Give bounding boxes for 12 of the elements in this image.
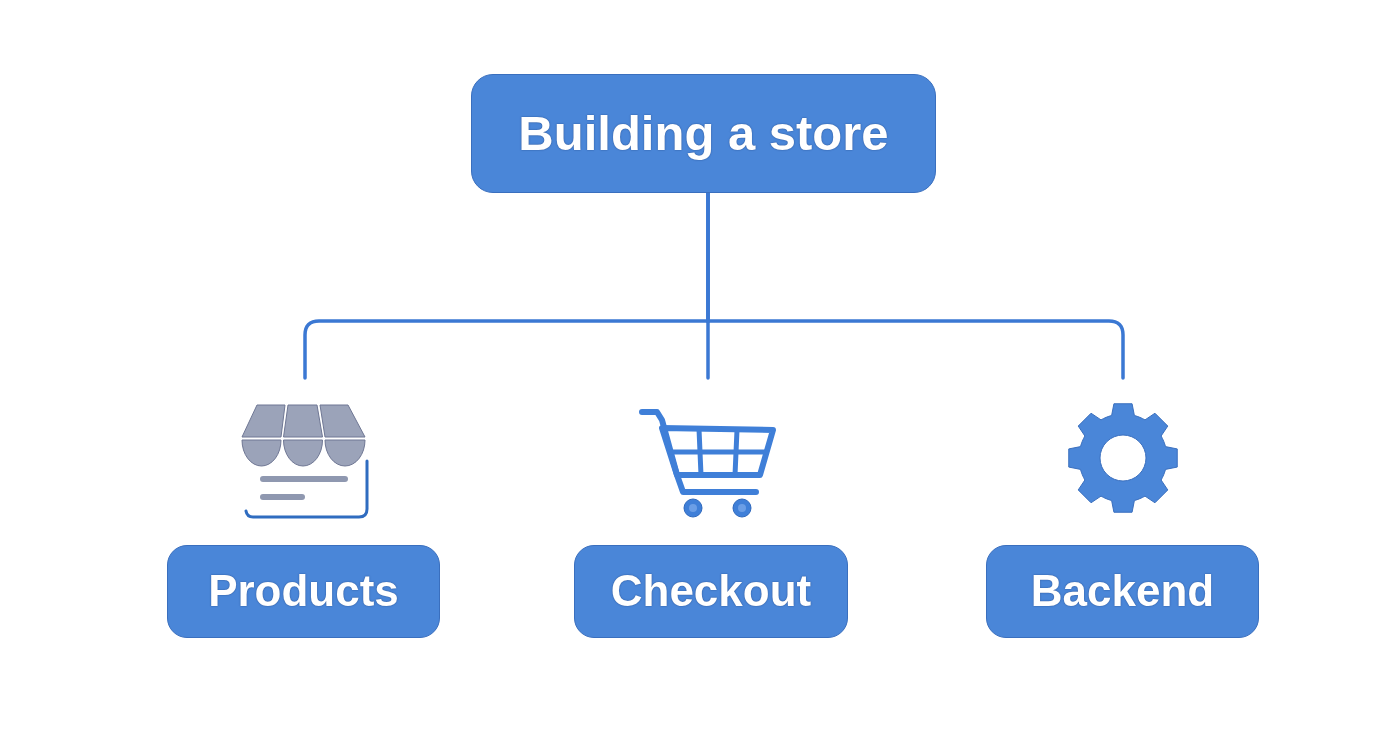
gear-icon xyxy=(1067,402,1179,514)
connector-line xyxy=(706,191,1125,380)
node-label: Checkout xyxy=(610,566,812,617)
shopping-cart-icon xyxy=(638,406,778,520)
root-box xyxy=(471,74,936,193)
node-label: Backend xyxy=(1030,566,1215,617)
category-box xyxy=(986,545,1259,638)
node-label: Building a store xyxy=(518,105,889,162)
storefront-icon xyxy=(240,403,370,521)
category-box xyxy=(167,545,440,638)
category-box xyxy=(574,545,848,638)
node-label: Products xyxy=(208,566,399,617)
